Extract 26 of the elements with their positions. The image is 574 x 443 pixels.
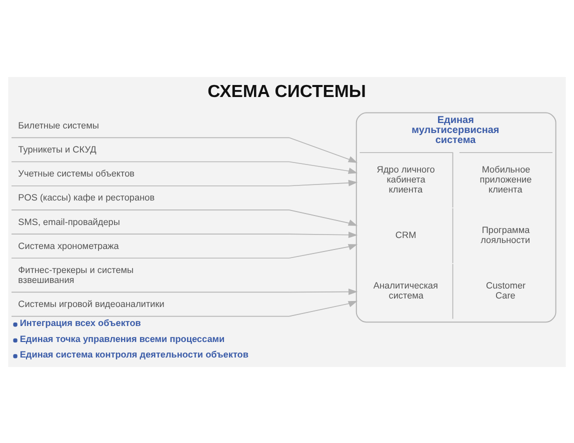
label: Единая точка управления всеми процессами <box>20 333 225 344</box>
label: Интеграция всех объектов <box>20 318 141 328</box>
arrow <box>288 160 358 174</box>
arrow <box>288 209 358 226</box>
node-text: Ядро личного кабинета клиента <box>376 164 435 194</box>
node-text: Система хронометража <box>18 240 119 250</box>
node-text: Мобильное приложение клиента <box>480 164 532 194</box>
arrow <box>288 300 358 316</box>
node-text: Customer Care <box>486 280 526 300</box>
arrow <box>288 179 358 186</box>
node-text: Системы игровой видеоаналитики <box>18 298 164 309</box>
label: Единая система контроля деятельности объектов <box>20 349 249 360</box>
arrow <box>288 288 358 295</box>
node-text: SMS, email-провайдеры <box>18 216 120 226</box>
arrow <box>288 231 358 238</box>
node-text: Билетные системы <box>18 120 99 130</box>
diagram-title: СХЕМА СИСТЕМЫ <box>208 80 366 100</box>
node-text: Программа лояльности <box>480 224 530 245</box>
arrow <box>288 136 358 162</box>
node-text: Аналитическая система <box>373 280 438 300</box>
arrow <box>288 244 358 258</box>
node-text: Фитнес-трекеры и системы взвешивания <box>18 264 134 284</box>
node-text: POS (кассы) кафе и ресторанов <box>18 192 155 202</box>
node-text: CRM <box>395 230 416 240</box>
node-text: Учетные системы объектов <box>18 168 135 178</box>
node-text: Турникеты и СКУД <box>18 144 96 154</box>
